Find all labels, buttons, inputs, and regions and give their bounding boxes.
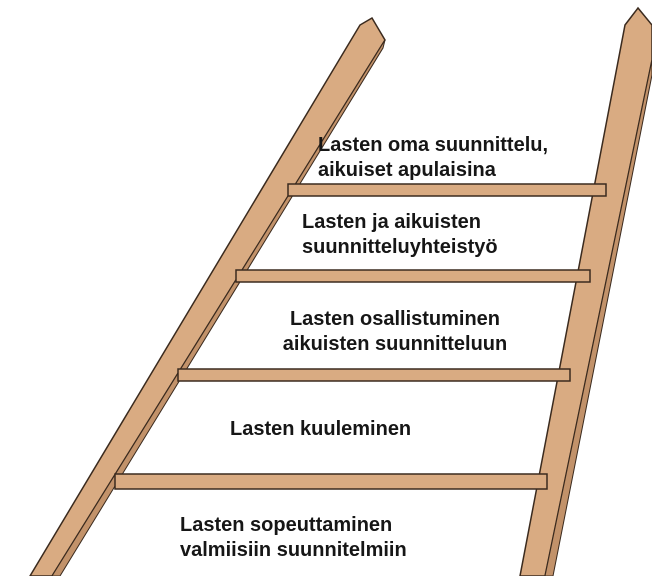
rung-1 [288,184,606,196]
step-label-1: Lasten oma suunnittelu, aikuiset apulais… [318,133,548,183]
step-label-3-line-2: aikuisten suunnitteluun [246,332,544,357]
right-rail [520,8,652,576]
step-label-1-line-1: Lasten oma suunnittelu, [318,133,548,158]
step-label-4-line-1: Lasten kuuleminen [230,417,411,442]
right-rail-shade [545,60,652,576]
step-label-2: Lasten ja aikuisten suunnitteluyhteistyö [302,210,498,260]
rung-4 [115,474,547,489]
step-label-2-line-2: suunnitteluyhteistyö [302,235,498,260]
step-label-1-line-2: aikuiset apulaisina [318,158,548,183]
left-rail [30,18,385,576]
step-label-5: Lasten sopeuttaminen valmiisiin suunnite… [180,513,407,563]
rung-2 [236,270,590,282]
step-label-3: Lasten osallistuminen aikuisten suunnitt… [246,307,544,357]
step-label-5-line-2: valmiisiin suunnitelmiin [180,538,407,563]
step-label-2-line-1: Lasten ja aikuisten [302,210,498,235]
rung-3 [178,369,570,381]
step-label-3-line-1: Lasten osallistuminen [246,307,544,332]
step-label-5-line-1: Lasten sopeuttaminen [180,513,407,538]
step-label-4: Lasten kuuleminen [230,417,411,442]
